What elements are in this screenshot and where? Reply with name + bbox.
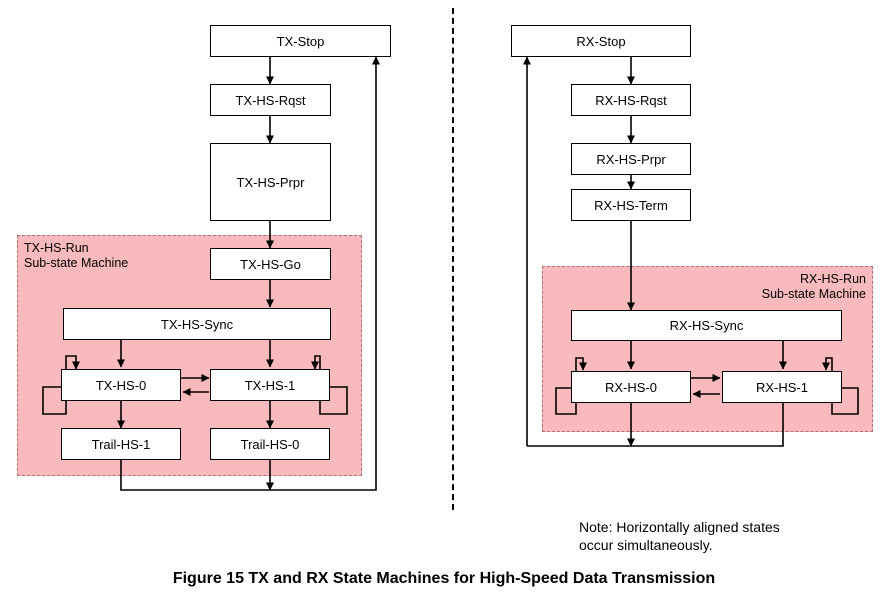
- figure-caption: Figure 15 TX and RX State Machines for H…: [172, 570, 716, 587]
- rx-hs-sync-state: RX-HS-Sync: [571, 310, 842, 341]
- trail-hs-0-state: Trail-HS-0: [210, 428, 330, 460]
- rx-region-label: RX-HS-Run Sub-state Machine: [762, 272, 866, 302]
- tx-hs-sync-state: TX-HS-Sync: [63, 308, 331, 340]
- rx-hs-rqst-state: RX-HS-Rqst: [571, 84, 691, 116]
- rx-hs1-self-loop: [822, 357, 859, 415]
- rx-stop-state: RX-Stop: [511, 25, 691, 57]
- rx-region-label-line1: RX-HS-Run: [800, 272, 866, 286]
- tx-hs1-self-loop: [311, 355, 348, 415]
- tx-hs-go-state: TX-HS-Go: [210, 248, 331, 280]
- tx-hs-0-state: TX-HS-0: [61, 369, 181, 401]
- rx-hs-0-state: RX-HS-0: [571, 371, 691, 403]
- rx-hs-prpr-state: RX-HS-Prpr: [571, 143, 691, 175]
- rx-hs-run-region: [542, 266, 873, 432]
- tx-region-label: TX-HS-Run Sub-state Machine: [24, 241, 128, 271]
- rx-hs0-self-loop: [555, 357, 587, 415]
- rx-hs-term-state: RX-HS-Term: [571, 189, 691, 221]
- tx-hs-1-state: TX-HS-1: [210, 369, 330, 401]
- rx-hs1-to-bottom-path: [527, 403, 784, 447]
- tx-hs0-self-loop: [42, 355, 80, 415]
- tx-stop-state: TX-Stop: [210, 25, 391, 57]
- tx-rx-divider: [452, 8, 454, 510]
- tx-region-label-line2: Sub-state Machine: [24, 256, 129, 270]
- rx-hs-1-state: RX-HS-1: [722, 371, 842, 403]
- trail-hs-1-state: Trail-HS-1: [61, 428, 181, 460]
- tx-region-label-line1: TX-HS-Run: [24, 241, 89, 255]
- tx-hs-prpr-state: TX-HS-Prpr: [210, 143, 331, 221]
- rx-region-label-line2: Sub-state Machine: [761, 287, 866, 301]
- tx-hs-rqst-state: TX-HS-Rqst: [210, 84, 331, 116]
- note-line1: Note: Horizontally aligned states: [579, 519, 780, 535]
- note: Note: Horizontally aligned states occur …: [579, 518, 780, 554]
- note-line2: occur simultaneously.: [579, 537, 713, 553]
- tx-return-to-stop-path: [120, 56, 380, 491]
